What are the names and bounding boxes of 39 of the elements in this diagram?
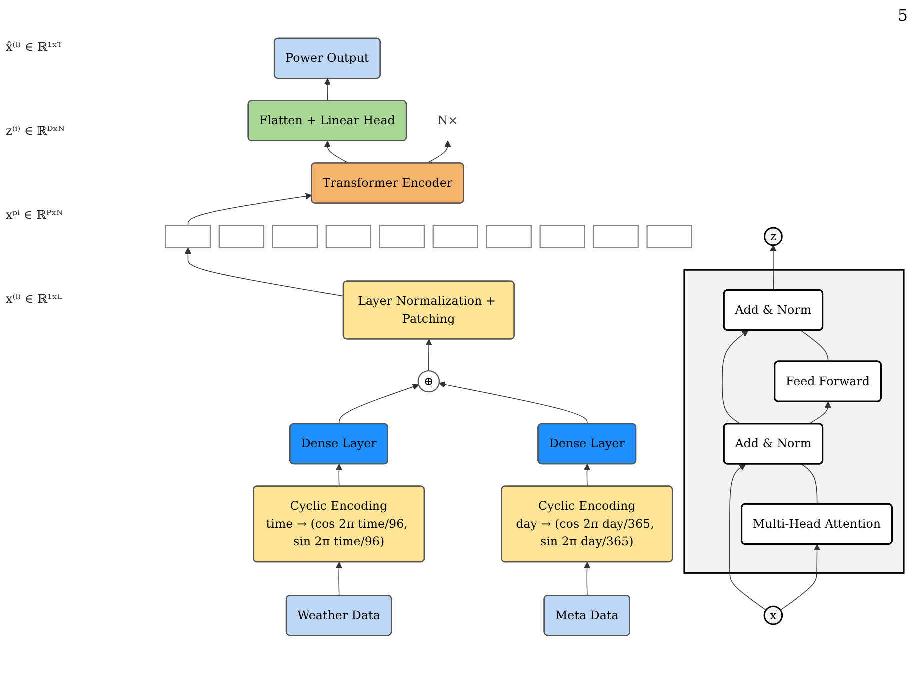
arrow [730,464,767,611]
node-box [540,225,586,248]
tensor-shape-label: x̂⁽ⁱ⁾ ∈ ℝ¹ˣᵀ [6,40,64,54]
arrow [770,245,777,291]
tensor-shape-label: xᵖⁱ ∈ ℝᴾˣᴺ [6,208,64,222]
node-circle: x [764,606,784,626]
arrow [336,562,342,596]
arrow [338,384,420,425]
arrow [584,464,591,488]
arrow [438,382,588,425]
node-box [486,225,532,248]
arrow [184,248,344,297]
node-box [432,225,478,248]
connector [801,464,818,505]
arrow [722,330,749,425]
arrow [426,339,432,372]
tensor-shape-label: z⁽ⁱ⁾ ∈ ℝᴰˣᴺ [6,124,66,138]
node-text: N× [438,113,458,128]
connector [800,330,829,362]
node-box [646,225,692,248]
cluster [684,269,905,574]
page-number: 5 [898,6,908,25]
arrow [780,544,821,611]
arrow [324,78,331,102]
arrow [188,193,312,226]
arrow [324,140,350,164]
tensor-shape-label: x⁽ⁱ⁾ ∈ ℝ¹ˣᴸ [6,292,64,306]
node-box [593,225,639,248]
node-box [272,225,318,248]
arrow [426,140,452,164]
node-box [165,225,212,248]
arrow [336,464,342,488]
node-box [218,225,265,248]
node-box [326,225,372,248]
node-circle: ⊕ [418,370,440,393]
node-box [379,225,425,248]
arrow [584,562,591,596]
node-circle: z [764,227,783,246]
arrow [808,402,832,425]
